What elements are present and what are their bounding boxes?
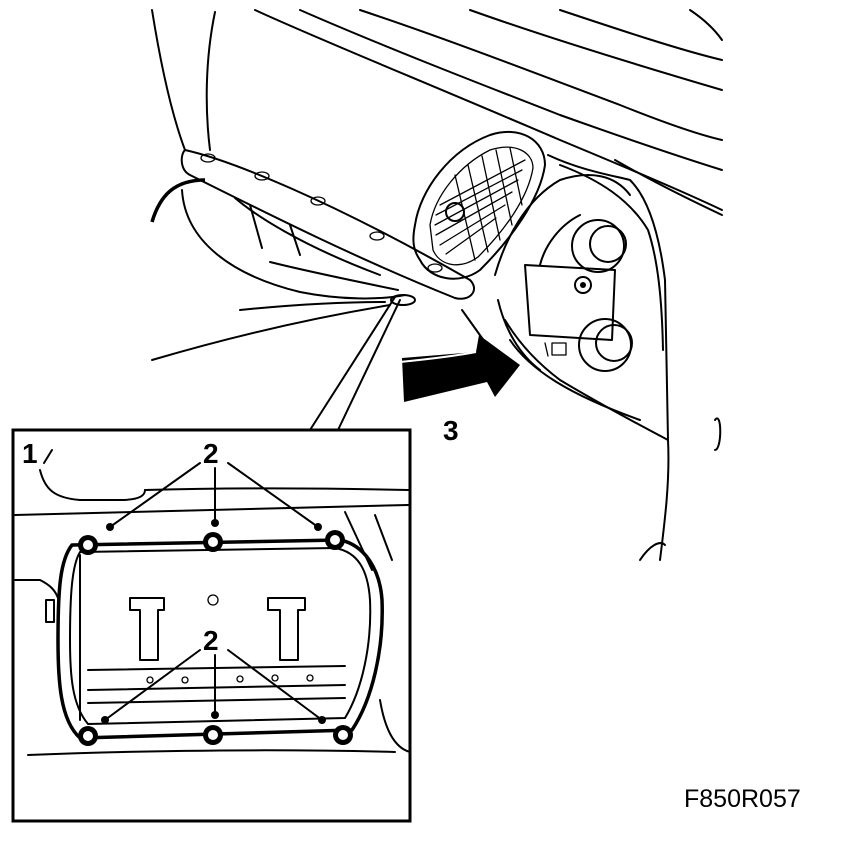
- screw-icon: [333, 725, 353, 745]
- part-1-leader: [43, 449, 53, 464]
- screw-icon: [78, 535, 98, 555]
- vent-knob: [445, 202, 465, 222]
- callout-leader: [309, 294, 416, 431]
- arrow-3: [399, 309, 520, 402]
- screw-top-label: 2: [203, 438, 219, 469]
- screw-icon: [203, 725, 223, 745]
- screw-bottom-leaders: [101, 649, 326, 724]
- fastener-icon: [574, 276, 592, 294]
- figure-code: F850R057: [684, 785, 801, 813]
- screw-bottom-label: 2: [203, 625, 219, 656]
- detail-inset: 1 2 2: [11, 428, 412, 823]
- screw-icon: [325, 530, 345, 550]
- screw-top-leaders: [106, 462, 322, 531]
- screw-icon: [203, 532, 223, 552]
- part-1-label: 1: [22, 438, 38, 469]
- step-3-label: 3: [443, 415, 459, 446]
- screw-icon: [78, 726, 98, 746]
- vent-grille: [434, 147, 526, 261]
- dashboard-view: [150, 9, 723, 561]
